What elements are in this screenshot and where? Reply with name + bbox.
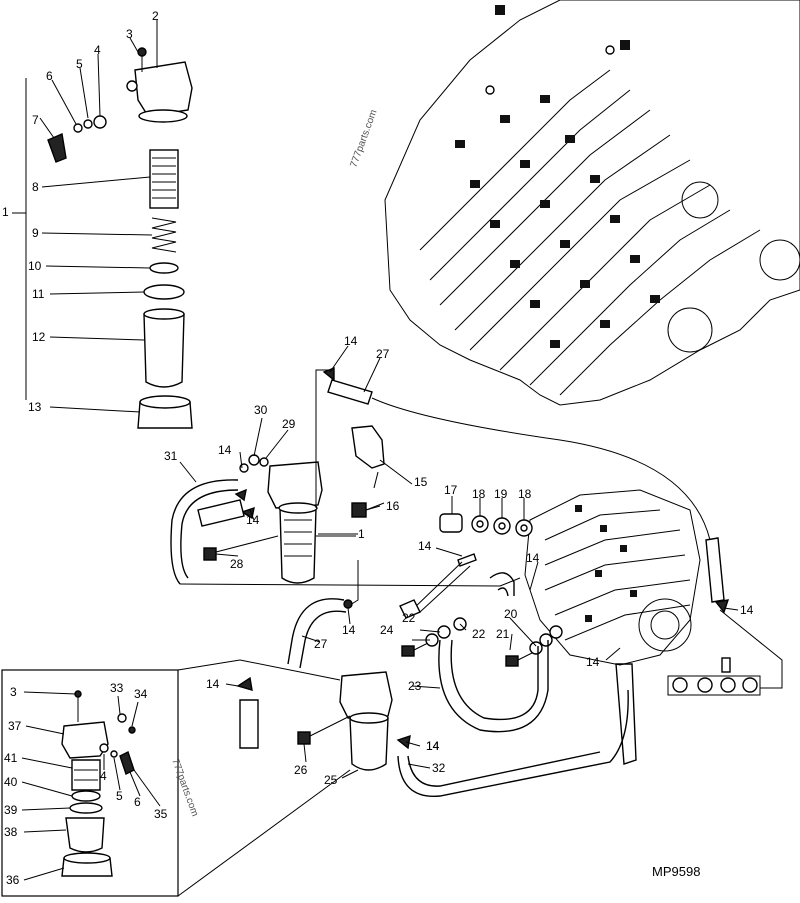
callout-40: 40	[4, 775, 18, 789]
leader-lines	[179, 345, 739, 779]
hose-27-upper	[322, 366, 730, 614]
callout-labels: 2 3 4 5 6 7 8 1 9 10 11 12 13 14 27 30 2…	[2, 9, 754, 887]
callout-11: 11	[32, 287, 45, 301]
callout-27: 27	[314, 637, 328, 651]
callout-28: 28	[230, 557, 244, 571]
hose-27-lower	[287, 598, 347, 669]
callout-8: 8	[32, 180, 39, 194]
callout-22: 22	[402, 611, 416, 625]
callout-1: 1	[358, 527, 365, 541]
callout-14: 14	[344, 334, 358, 348]
callout-39: 39	[4, 803, 18, 817]
callout-14: 14	[586, 655, 600, 669]
banjo-bolt-set	[399, 513, 533, 619]
callout-35: 35	[154, 807, 168, 821]
callout-14: 14	[206, 677, 220, 691]
callout-23: 23	[408, 679, 422, 693]
callout-21: 21	[496, 627, 510, 641]
callout-27: 27	[376, 347, 390, 361]
callout-3: 3	[126, 27, 133, 41]
callout-14: 14	[426, 739, 440, 753]
callout-6: 6	[46, 69, 53, 83]
callout-5: 5	[116, 789, 123, 803]
watermark-top: 777parts.com	[348, 108, 379, 169]
callout-14: 14	[426, 739, 440, 753]
callout-29: 29	[282, 417, 296, 431]
callout-16: 16	[386, 499, 400, 513]
callout-19: 19	[494, 487, 508, 501]
callout-14: 14	[218, 443, 232, 457]
callout-10: 10	[28, 259, 42, 273]
callout-14: 14	[342, 623, 356, 637]
callout-15: 15	[414, 475, 428, 489]
callout-14: 14	[246, 513, 260, 527]
callout-34: 34	[134, 687, 148, 701]
callout-41: 41	[4, 751, 18, 765]
callout-31: 31	[164, 449, 178, 463]
callout-33: 33	[110, 681, 124, 695]
callout-25: 25	[324, 773, 338, 787]
callout-12: 12	[32, 330, 46, 344]
callout-14: 14	[740, 603, 754, 617]
callout-5: 5	[76, 57, 83, 71]
callout-22: 22	[472, 627, 486, 641]
fuel-filter-center	[170, 369, 521, 609]
callout-7: 7	[32, 113, 39, 127]
inset-panel	[1, 659, 351, 897]
callout-2: 2	[152, 9, 159, 23]
callout-30: 30	[254, 403, 268, 417]
callout-38: 38	[4, 825, 18, 839]
callout-24: 24	[380, 623, 394, 637]
reference-code: MP9598	[652, 864, 700, 879]
callout-14: 14	[418, 539, 432, 553]
callout-18: 18	[518, 487, 532, 501]
callout-17: 17	[444, 483, 458, 497]
callout-1: 1	[2, 205, 9, 219]
engine-block	[384, 0, 800, 406]
callout-14: 14	[526, 551, 540, 565]
fittings-lower	[401, 617, 637, 765]
return-pipe-assembly	[667, 609, 783, 696]
callout-32: 32	[432, 761, 446, 775]
callout-6: 6	[134, 795, 141, 809]
callout-3: 3	[10, 685, 17, 699]
injection-pump	[524, 489, 701, 666]
callout-20: 20	[504, 607, 518, 621]
callout-4: 4	[100, 769, 107, 783]
callout-4: 4	[94, 43, 101, 57]
callout-18: 18	[472, 487, 486, 501]
fuel-filter-lower	[236, 659, 629, 797]
filter-assembly-left	[12, 20, 193, 429]
callout-9: 9	[32, 226, 39, 240]
callout-36: 36	[6, 873, 20, 887]
callout-26: 26	[294, 763, 308, 777]
callout-13: 13	[28, 400, 42, 414]
callout-37: 37	[8, 719, 22, 733]
